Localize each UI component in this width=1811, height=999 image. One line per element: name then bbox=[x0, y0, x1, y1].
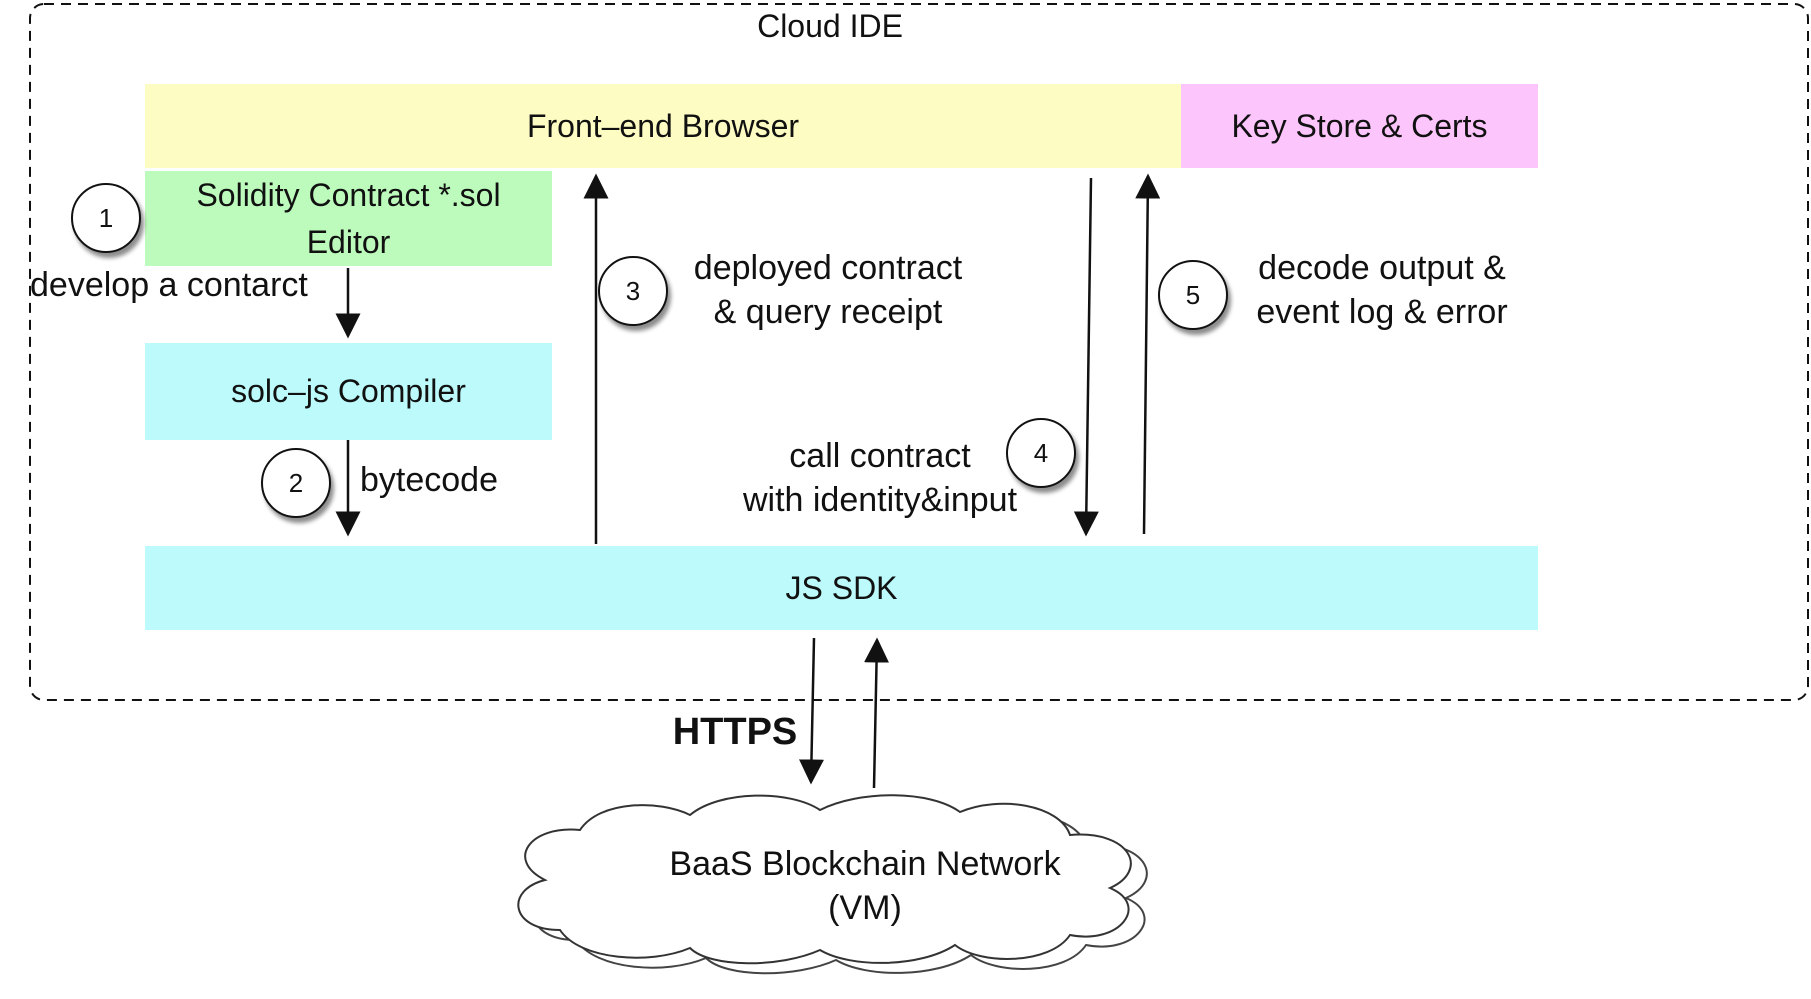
https-label: HTTPS bbox=[672, 711, 798, 753]
solidity-editor-label-line2: Editor bbox=[306, 223, 391, 260]
step-3-label-line1: deployed contract bbox=[693, 249, 963, 287]
solc-js-compiler-box: solc–js Compiler bbox=[145, 343, 552, 440]
arrow-sdk-to-browser-decode bbox=[1135, 173, 1161, 535]
cloud-shape bbox=[517, 794, 1148, 975]
arrow-browser-to-sdk-call bbox=[1073, 177, 1099, 537]
solidity-editor-label-line1: Solidity Contract *.sol bbox=[196, 177, 501, 214]
step-3-number: 3 bbox=[625, 275, 641, 306]
js-sdk-label: JS SDK bbox=[785, 569, 898, 606]
step-1-label: develop a contarct bbox=[30, 266, 308, 304]
step-1-badge: 1 bbox=[71, 183, 141, 253]
step-4-badge: 4 bbox=[1006, 418, 1076, 488]
step-4-number: 4 bbox=[1033, 437, 1049, 468]
step-2-badge: 2 bbox=[261, 448, 331, 518]
step-2-number: 2 bbox=[288, 467, 304, 498]
js-sdk-box: JS SDK bbox=[145, 546, 1538, 630]
step-1-number: 1 bbox=[98, 202, 114, 233]
step-5-label: decode output & event log & error bbox=[1232, 246, 1532, 334]
step-2-label: bytecode bbox=[360, 461, 498, 499]
step-5-label-line2: event log & error bbox=[1256, 293, 1508, 332]
step-4-label: call contract with identity&input bbox=[710, 434, 1050, 522]
network-label: BaaS Blockchain Network (VM) bbox=[620, 842, 1110, 930]
frontend-browser-label: Front–end Browser bbox=[526, 107, 800, 144]
solidity-editor-box: Solidity Contract *.sol Editor bbox=[145, 171, 552, 266]
key-store-box: Key Store & Certs bbox=[1181, 84, 1538, 168]
step-3-label-line2: & query receipt bbox=[713, 293, 943, 332]
step-5-label-line1: decode output & bbox=[1258, 249, 1506, 287]
frontend-browser-box: Front–end Browser bbox=[145, 84, 1181, 168]
cloud-ide-container bbox=[29, 3, 1809, 701]
key-store-label: Key Store & Certs bbox=[1231, 107, 1488, 144]
arrow-sdk-to-network bbox=[798, 637, 824, 785]
step-3-label: deployed contract & query receipt bbox=[668, 246, 988, 334]
arrow-network-to-sdk bbox=[864, 637, 890, 789]
step-4-label-line2: with identity&input bbox=[742, 481, 1018, 520]
step-5-badge: 5 bbox=[1158, 260, 1228, 330]
network-label-line1: BaaS Blockchain Network bbox=[669, 845, 1061, 883]
network-label-line2: (VM) bbox=[828, 889, 902, 928]
step-4-label-line1: call contract bbox=[789, 437, 971, 475]
step-5-number: 5 bbox=[1185, 279, 1201, 310]
container-title: Cloud IDE bbox=[757, 8, 903, 44]
step-3-badge: 3 bbox=[598, 256, 668, 326]
solc-js-compiler-label: solc–js Compiler bbox=[231, 373, 466, 410]
